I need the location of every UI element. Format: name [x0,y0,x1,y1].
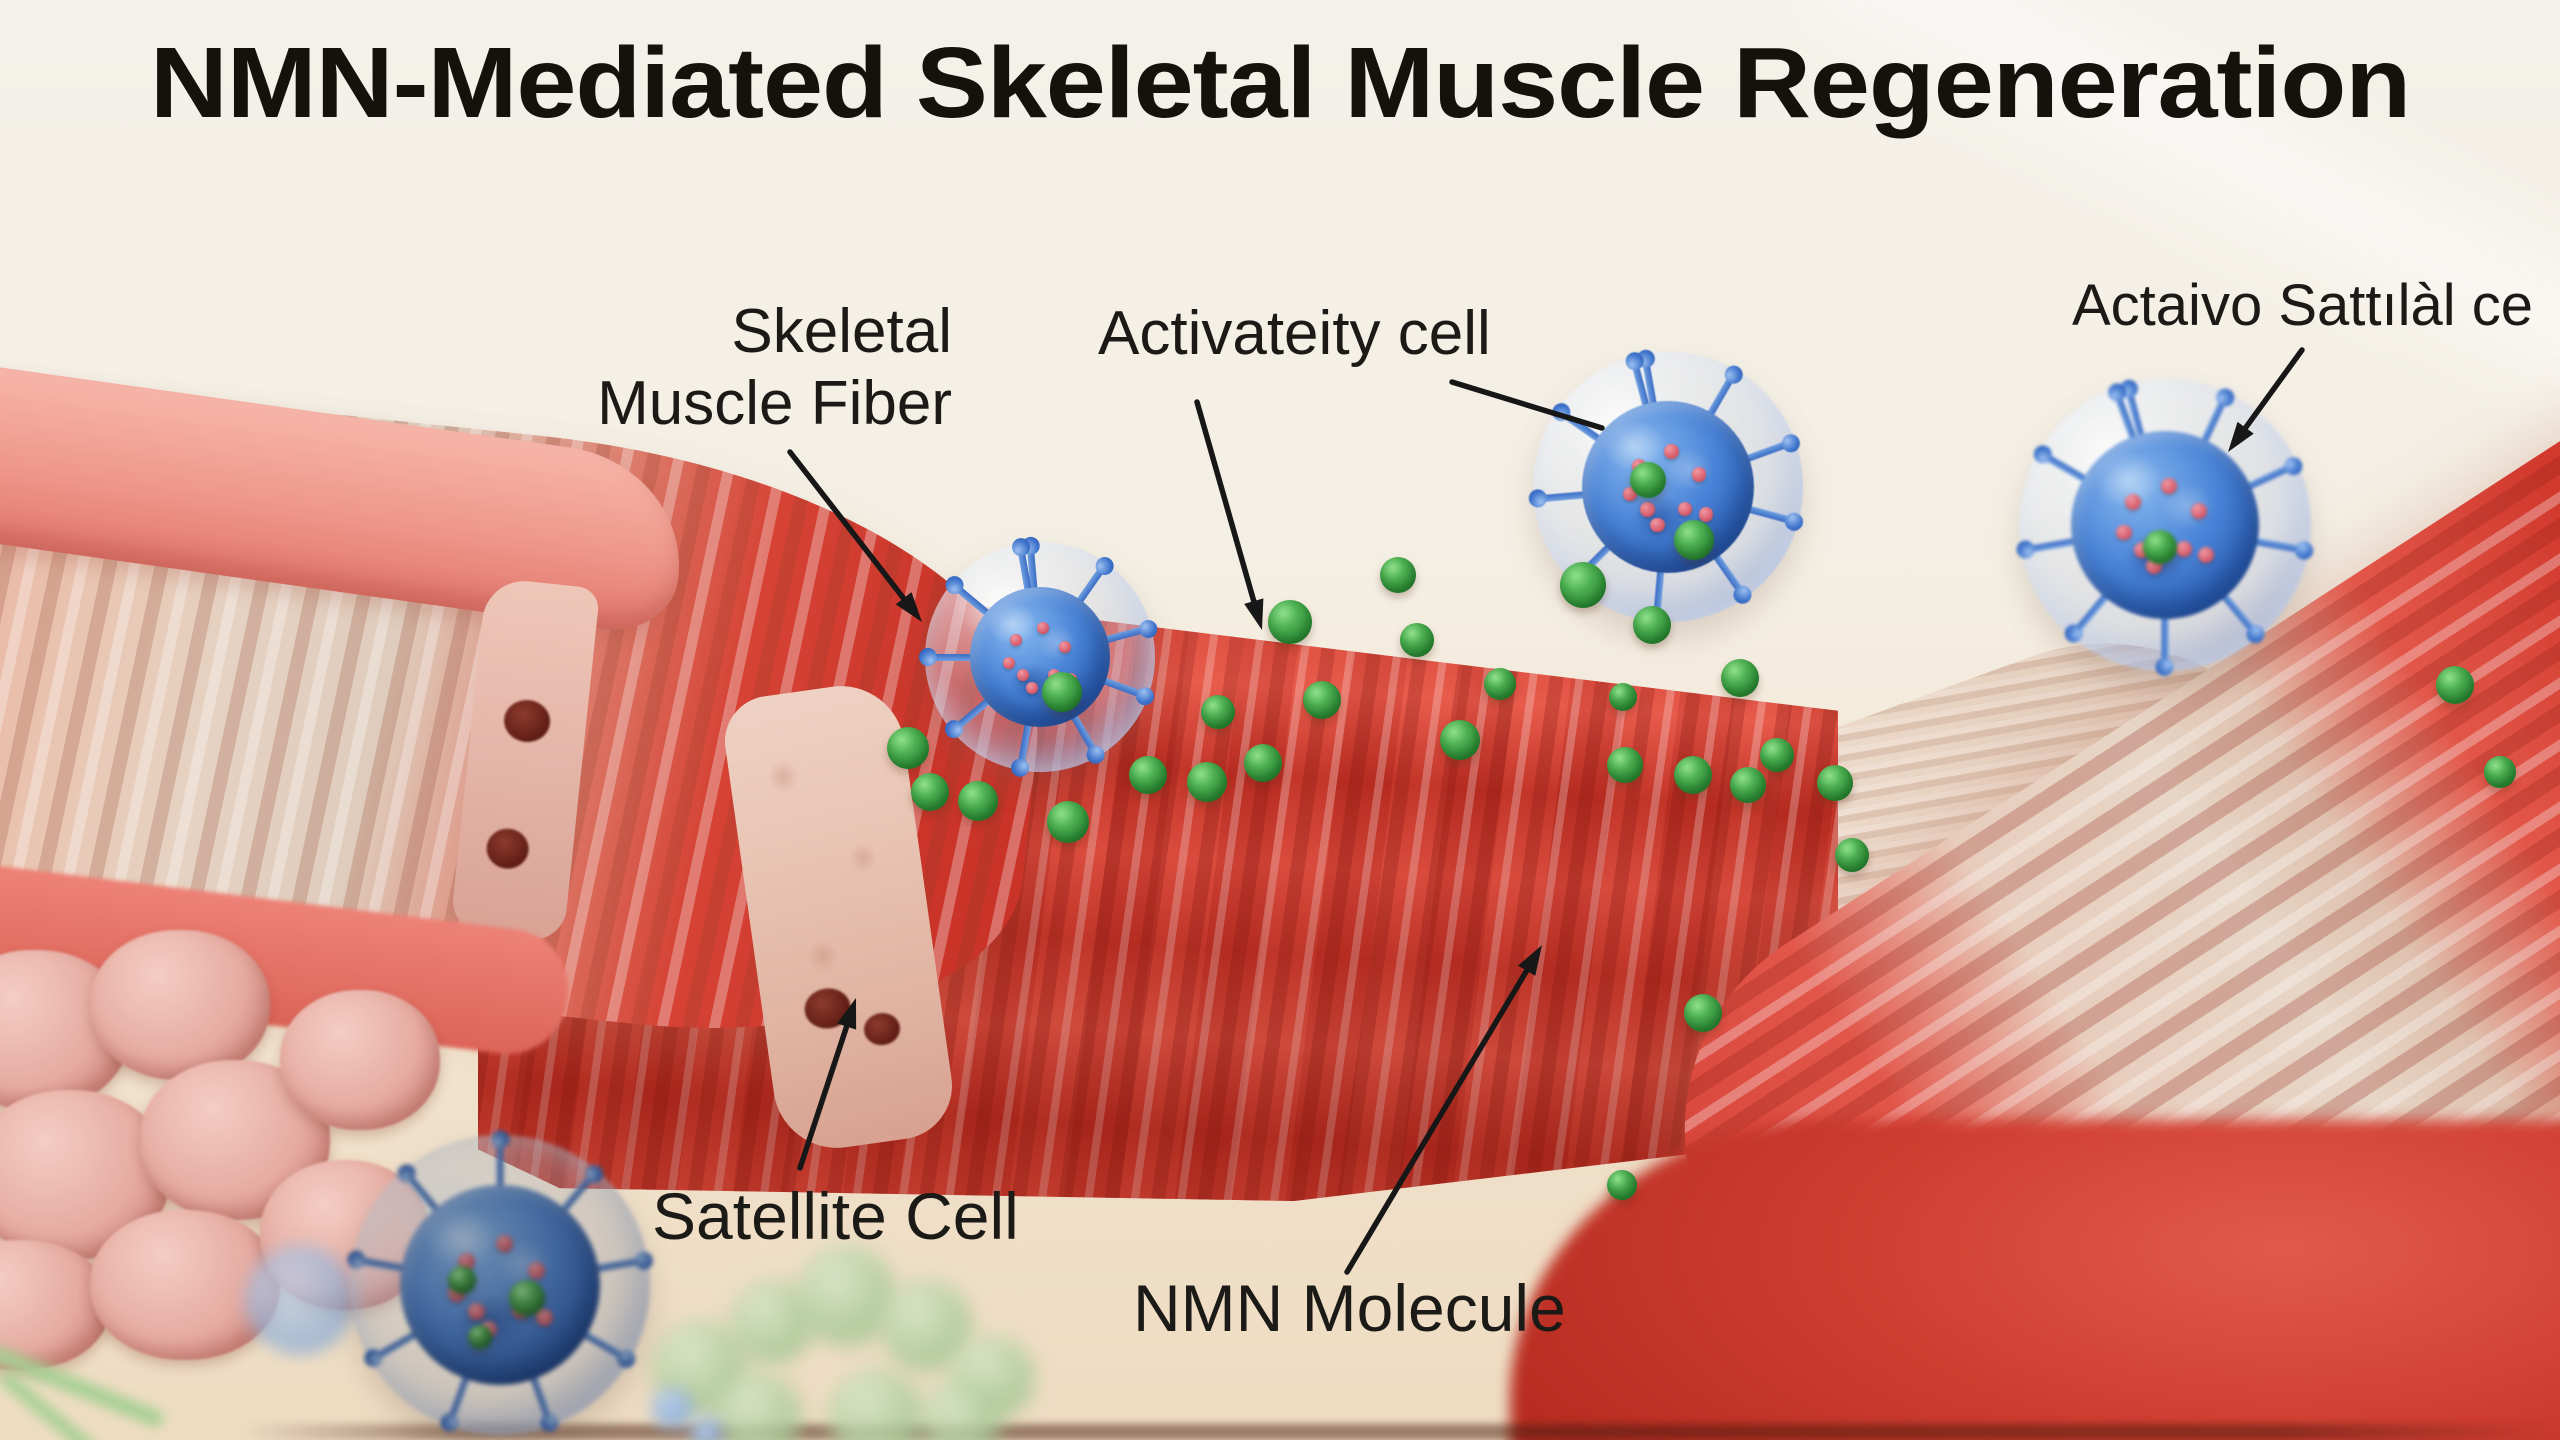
blurred-blue-dot [690,1416,722,1440]
nucleus-dot [495,1234,513,1252]
nmn-molecule-sphere [1684,994,1722,1032]
foreground-muscle-mass [1510,1120,2560,1440]
nmn-molecule-sphere [509,1280,545,1316]
annotation-arrow-skeletal-muscle-fiber [787,449,922,622]
nmn-molecule-sphere [1129,756,1167,794]
satellite-cell-illustration [2019,379,2311,671]
nmn-molecule-sphere [1835,838,1869,872]
nmn-molecule-sphere [2143,530,2177,564]
cell-nucleus [400,1185,600,1385]
nmn-molecule-sphere [887,727,929,769]
nmn-molecule-sphere [1201,695,1235,729]
nucleus-dot [535,1308,553,1326]
nmn-molecule-sphere [958,781,998,821]
annotation-arrow-nmn-molecule [1344,945,1542,1275]
nmn-molecule-sphere [1607,747,1643,783]
nucleus-dot [1664,443,1679,459]
nmn-molecule-sphere [1633,606,1671,644]
nmn-molecule-sphere [2436,666,2474,704]
cell-nucleus [1582,401,1754,573]
nucleus-dot [2160,477,2177,494]
nmn-molecule-sphere [448,1266,476,1294]
nmn-molecule-sphere [1440,720,1480,760]
nmn-molecule-sphere [1674,520,1714,560]
nucleus-dot [1650,517,1665,533]
nmn-molecule-sphere [1244,744,1282,782]
nucleus-dot [457,1252,475,1270]
nmn-molecule-sphere [1042,672,1082,712]
label-activated-cell: Activateity cell [1098,299,1491,368]
blurred-blue-dot [652,1388,692,1428]
satellite-cell-illustration [350,1135,650,1435]
label-skeletal-muscle-fiber: Skeletal Muscle Fiber [540,296,952,440]
blurred-molecule-cluster [920,1380,1000,1440]
label-line: Skeletal [731,297,952,366]
nucleus-dot [1691,467,1707,482]
nucleus-dot [2115,524,2132,541]
nucleus-dot [1059,640,1072,653]
label-line: Muscle Fiber [597,368,952,438]
nmn-molecule-sphere [1187,762,1227,802]
annotation-arrow-activated-cell-right [1449,379,1605,431]
nucleus-dot [1017,669,1030,682]
nmn-molecule-sphere [468,1325,492,1349]
nmn-molecule-sphere [1730,767,1766,803]
nmn-molecule-sphere [1484,668,1516,700]
nucleus-dot [1010,634,1023,647]
bottom-shadow [240,1424,2560,1440]
blurred-molecule-cluster [828,1368,924,1440]
satellite-cell-illustration [925,542,1155,772]
cell-nucleus [2071,431,2259,619]
nucleus-dot [527,1262,545,1280]
nmn-molecule-sphere [1607,1170,1637,1200]
nucleus-dot [2125,494,2142,511]
fascicle-bundle [90,930,270,1080]
blurred-molecule-cluster [714,1372,802,1440]
diagram-title: NMN-Mediated Skeletal Muscle Regeneratio… [149,27,2411,139]
nmn-molecule-sphere [1674,756,1712,794]
nucleus-dot [467,1302,485,1320]
nucleus-dot [1677,501,1693,517]
blurred-molecule-cluster [796,1246,896,1346]
nmn-molecule-sphere [1268,600,1312,644]
nmn-molecule-sphere [2484,756,2516,788]
annotation-arrow-satellite-cell [797,998,857,1171]
nmn-molecule-sphere [1047,801,1089,843]
nmn-molecule-sphere [1560,562,1606,608]
nmn-molecule-sphere [1609,683,1637,711]
nucleus-dot [1640,502,1655,517]
nucleus-dot [1698,507,1714,522]
label-active-satellite-cell: Actaivo Sattılàl ce [2072,273,2533,338]
nmn-molecule-sphere [1400,623,1434,657]
annotation-arrow-activated-cell-left [1194,399,1264,630]
nucleus-dot [1003,656,1016,669]
nmn-molecule-sphere [1380,557,1416,593]
nucleus-dot [1025,681,1038,694]
fascicle-bundle [280,990,440,1130]
label-satellite-cell: Satellite Cell [652,1179,1019,1253]
nmn-molecule-sphere [1817,765,1853,801]
label-nmn-molecule: NMN Molecule [1133,1271,1566,1345]
nucleus-dot [2175,541,2192,558]
annotation-arrow-active-satellite-cell [2228,347,2305,452]
nucleus-dot [2198,547,2215,564]
nmn-molecule-sphere [1630,462,1666,498]
nucleus-dot [2190,503,2207,520]
nmn-molecule-sphere [1760,738,1794,772]
nucleus-dot [1036,621,1049,634]
nmn-molecule-sphere [1721,659,1759,697]
nmn-molecule-sphere [1303,681,1341,719]
nmn-molecule-sphere [911,773,949,811]
blurred-blue-dot [245,1245,355,1355]
cell-nucleus [970,587,1110,727]
